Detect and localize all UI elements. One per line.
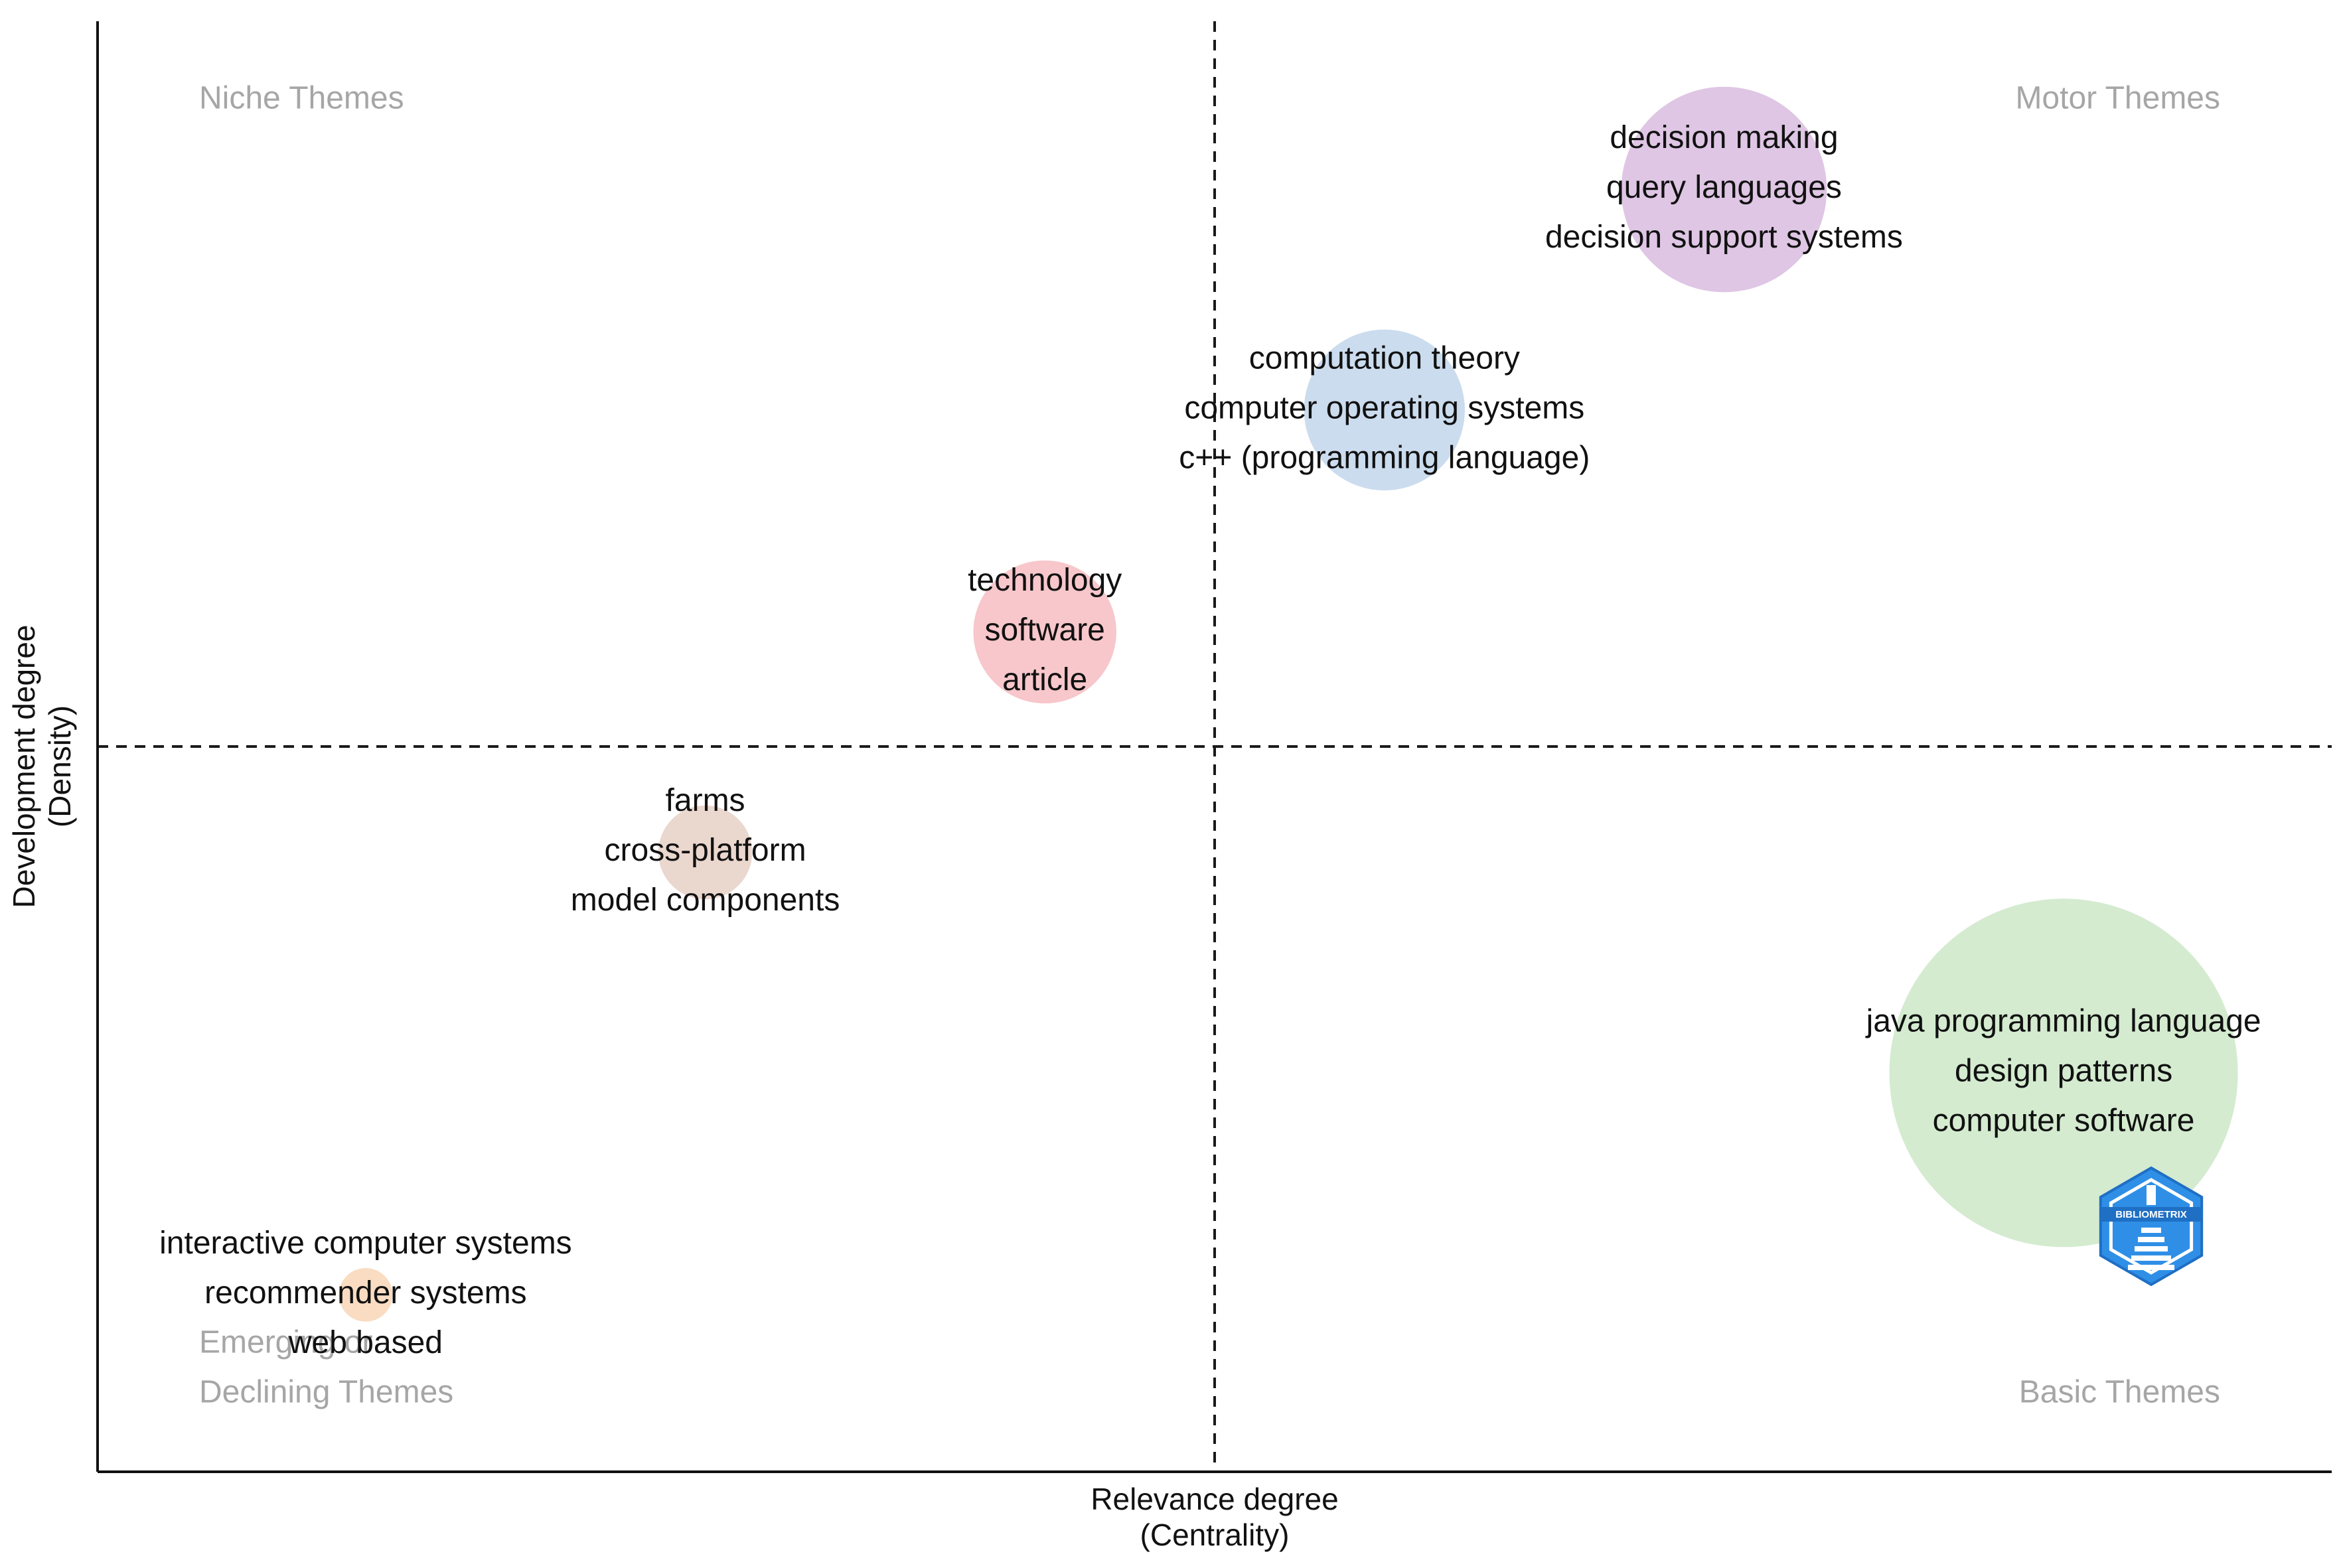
logo-tower-bar xyxy=(2141,1228,2161,1233)
cluster-bubble xyxy=(1304,329,1465,491)
cluster-label: web based xyxy=(288,1325,443,1360)
x-axis-title: (Centrality) xyxy=(1140,1518,1290,1552)
cluster-label: article xyxy=(1002,662,1087,697)
cluster-label: computer operating systems xyxy=(1184,391,1584,426)
quadrant-dividers xyxy=(98,21,2332,1472)
cluster-label: design patterns xyxy=(1955,1054,2172,1089)
cluster-bubble xyxy=(973,560,1116,704)
cluster-bubble xyxy=(339,1267,393,1322)
axis-titles: Relevance degree(Centrality) Development … xyxy=(7,624,1339,1552)
cluster-label: farms xyxy=(666,783,745,818)
logo-hexagon xyxy=(2099,1166,2204,1287)
logo-inner-hexagon xyxy=(2109,1178,2194,1275)
cluster-bubble xyxy=(1621,86,1827,293)
y-axis-title: (Density) xyxy=(42,705,77,827)
quadrant-label: Basic Themes xyxy=(2019,1375,2220,1410)
x-axis-title: Relevance degree xyxy=(1091,1482,1338,1516)
cluster-label: technology xyxy=(968,563,1122,598)
cluster-label: decision support systems xyxy=(1545,220,1903,255)
cluster-bubble xyxy=(1889,898,2238,1247)
cluster-label: software xyxy=(984,612,1104,648)
logo-tower-bar xyxy=(2128,1265,2174,1270)
quadrant-label: Declining Themes xyxy=(199,1375,453,1410)
cluster-label: java programming language xyxy=(1865,1004,2261,1039)
cluster-label: query languages xyxy=(1606,170,1842,205)
logo-band xyxy=(2099,1207,2203,1222)
logo-tower-bar xyxy=(2131,1255,2171,1261)
cluster-label: decision making xyxy=(1610,120,1838,155)
cluster-label: model components xyxy=(571,883,840,918)
logo-tower-bar xyxy=(2135,1246,2168,1251)
quadrant-label: Motor Themes xyxy=(2015,81,2220,116)
quadrant-label: Niche Themes xyxy=(199,81,404,116)
axes xyxy=(96,21,2332,1473)
cluster-label: cross-platform xyxy=(605,833,806,868)
y-axis-title: Development degree xyxy=(7,624,41,908)
cluster-label: interactive computer systems xyxy=(159,1226,572,1261)
cluster-label: c++ (programming language) xyxy=(1179,441,1590,476)
cluster-bubble xyxy=(658,805,753,900)
cluster-label: computer software xyxy=(1933,1104,2195,1139)
cluster-label: computation theory xyxy=(1249,341,1520,376)
cluster-bubbles xyxy=(339,86,2238,1322)
logo-tower-bar xyxy=(2138,1237,2164,1242)
logo-tower-top xyxy=(2147,1185,2156,1205)
quadrant-label: Emerging or xyxy=(199,1325,372,1360)
cluster-labels: decision making query languages decision s… xyxy=(159,120,2261,1360)
logo-text: BIBLIOMETRIX xyxy=(2115,1209,2187,1220)
cluster-label: recommender systems xyxy=(204,1275,526,1311)
bibliometrix-logo-icon: BIBLIOMETRIX xyxy=(2099,1166,2204,1287)
